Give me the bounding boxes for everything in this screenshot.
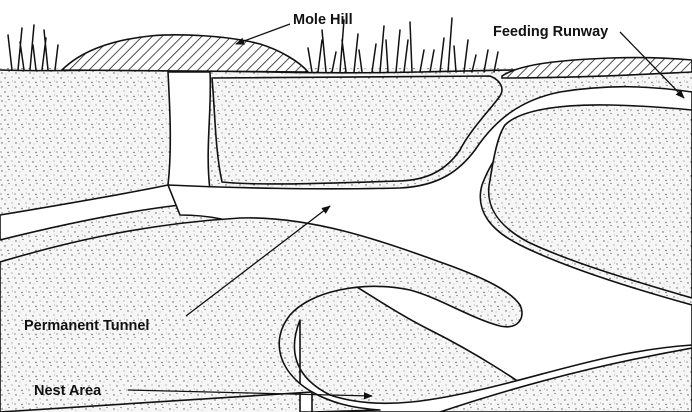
label-feeding-runway: Feeding Runway <box>493 24 608 40</box>
arrow-mole-hill <box>236 24 290 44</box>
label-permanent-tunnel: Permanent Tunnel <box>24 318 149 334</box>
label-nest-area: Nest Area <box>34 383 102 399</box>
mole-hill-mound <box>62 35 308 72</box>
label-mole-hill: Mole Hill <box>293 12 353 28</box>
